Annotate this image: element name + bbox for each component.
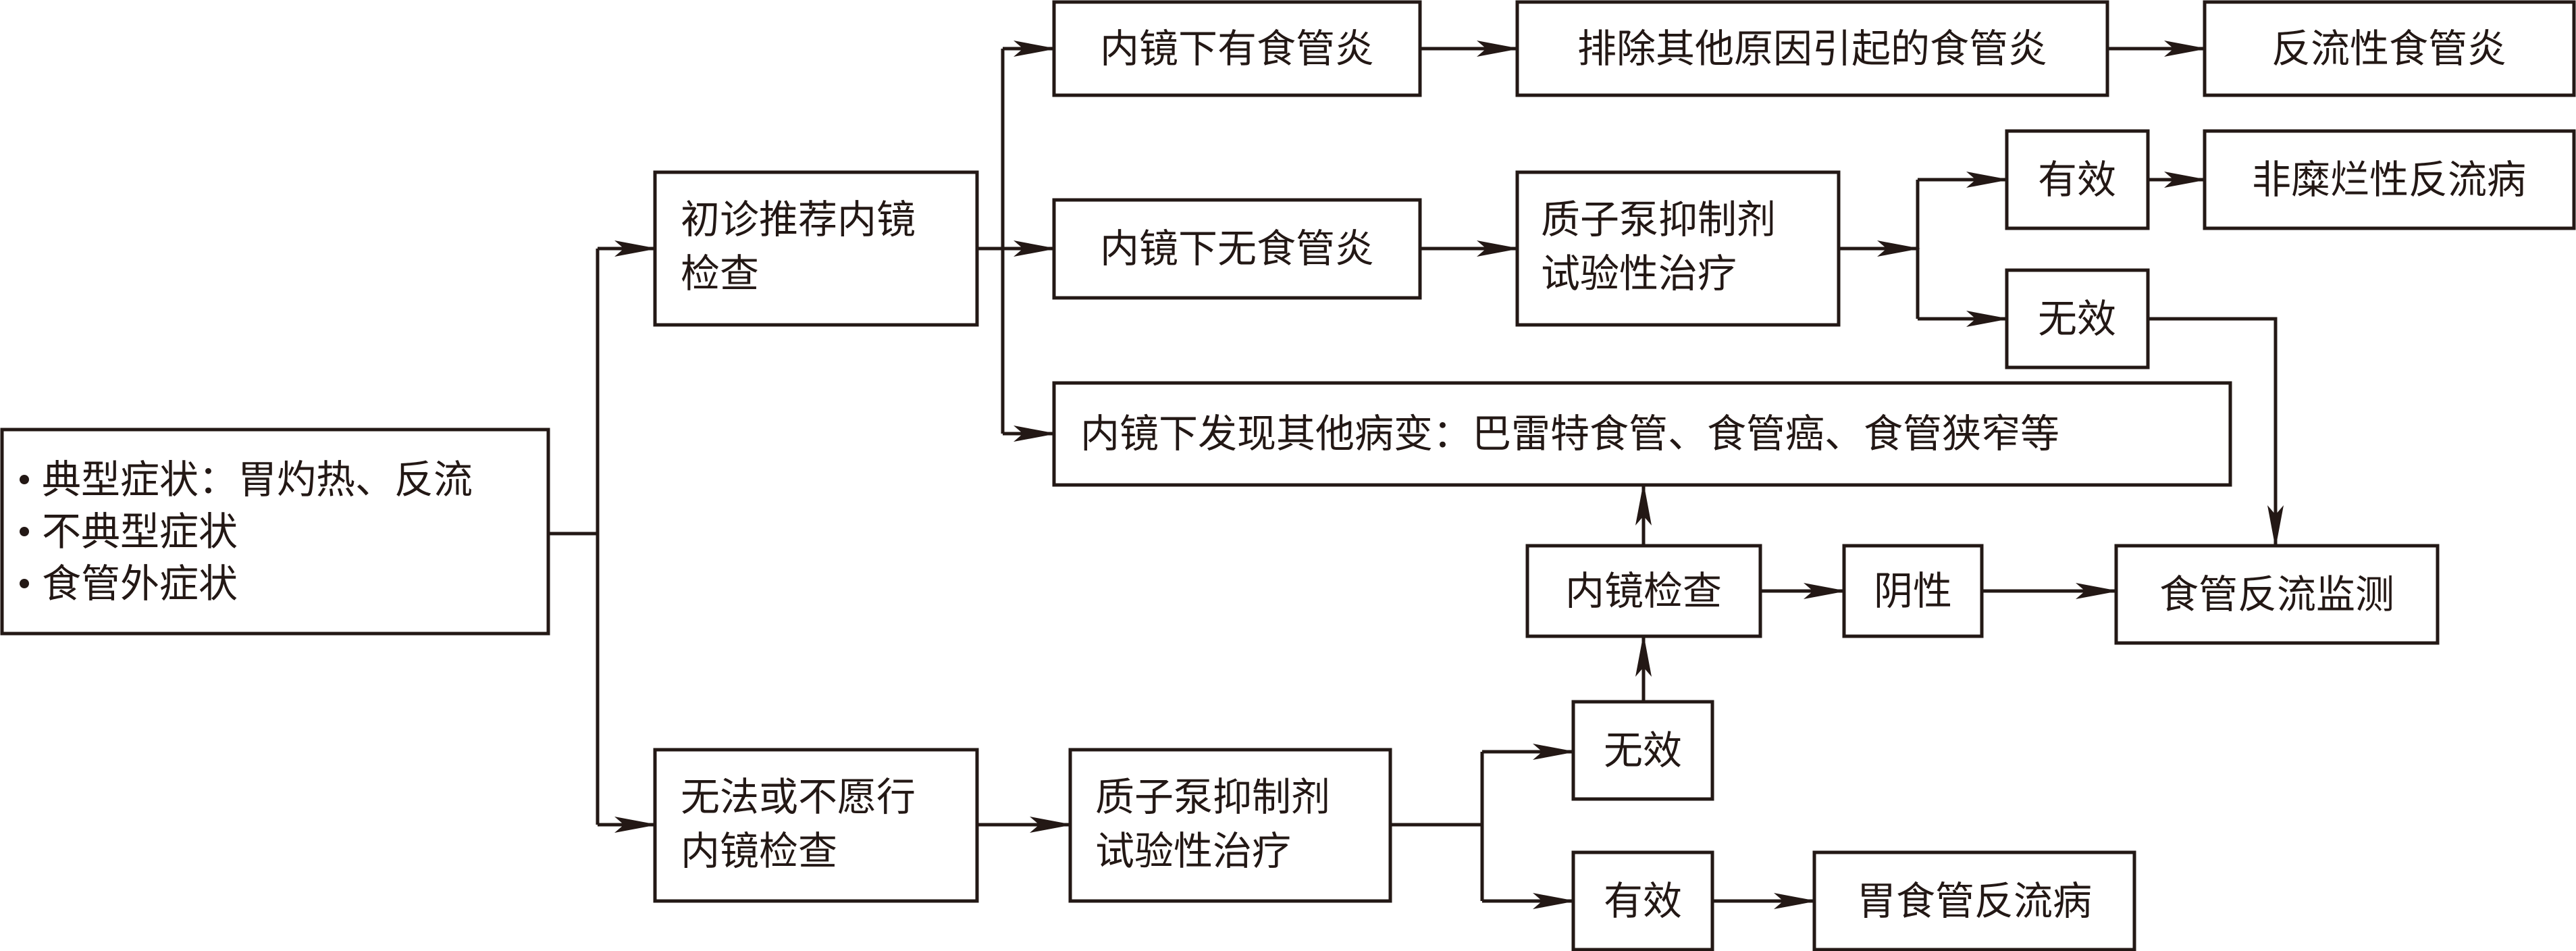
node-ineffective-upper: 无效 bbox=[2005, 268, 2150, 369]
node-label: 内镜下发现其他病变：巴雷特食管、食管癌、食管狭窄等 bbox=[1080, 411, 2059, 457]
node-initial-endoscopy: 初诊推荐内镜 检查 bbox=[653, 170, 979, 327]
node-reflux-esophagitis: 反流性食管炎 bbox=[2203, 0, 2576, 97]
node-effective-upper: 有效 bbox=[2005, 129, 2150, 230]
node-ineffective-lower: 无效 bbox=[1571, 700, 1714, 801]
node-reflux-monitoring: 食管反流监测 bbox=[2114, 544, 2440, 645]
node-other-lesions: 内镜下发现其他病变：巴雷特食管、食管癌、食管狭窄等 bbox=[1052, 381, 2232, 487]
node-negative: 阴性 bbox=[1842, 544, 1984, 638]
node-label: 内镜下有食管炎 bbox=[1100, 26, 1374, 72]
bullet-icon bbox=[20, 475, 29, 484]
node-exclude-other-causes: 排除其他原因引起的食管炎 bbox=[1515, 0, 2109, 97]
node-endoscopy-check: 内镜检查 bbox=[1525, 544, 1762, 638]
bullet-icon bbox=[20, 527, 29, 536]
node-label: 质子泵抑制剂 bbox=[1541, 197, 1776, 242]
node-no-endoscopy: 无法或不愿行 内镜检查 bbox=[653, 748, 979, 903]
symptom-typical: 典型症状：胃灼热、反流 bbox=[42, 457, 473, 503]
node-label: 食管反流监测 bbox=[2159, 571, 2394, 617]
node-no-esophagitis: 内镜下无食管炎 bbox=[1052, 198, 1422, 300]
node-label: 无效 bbox=[1604, 727, 1682, 773]
node-label: 内镜检查 bbox=[1565, 568, 1722, 614]
node-label: 初诊推荐内镜 bbox=[681, 197, 916, 242]
node-label: 非糜烂性反流病 bbox=[2252, 157, 2526, 203]
node-ppi-trial-lower: 质子泵抑制剂 试验性治疗 bbox=[1068, 748, 1392, 903]
node-label: 反流性食管炎 bbox=[2271, 26, 2506, 72]
node-label: 内镜检查 bbox=[681, 828, 837, 874]
node-esophagitis-found: 内镜下有食管炎 bbox=[1052, 0, 1422, 97]
node-label: 无法或不愿行 bbox=[681, 774, 916, 820]
node-symptoms: 典型症状：胃灼热、反流 不典型症状 食管外症状 bbox=[0, 428, 550, 636]
node-label: 排除其他原因引起的食管炎 bbox=[1577, 26, 2047, 72]
node-label: 有效 bbox=[2038, 157, 2116, 203]
symptom-atypical: 不典型症状 bbox=[42, 509, 238, 555]
node-label: 质子泵抑制剂 bbox=[1095, 774, 1330, 820]
connectors bbox=[548, 41, 2284, 909]
node-ppi-trial-upper: 质子泵抑制剂 试验性治疗 bbox=[1515, 170, 1841, 327]
node-label: 无效 bbox=[2038, 296, 2116, 342]
node-label: 内镜下无食管炎 bbox=[1100, 226, 1374, 272]
node-label: 有效 bbox=[1604, 878, 1682, 924]
node-label: 试验性治疗 bbox=[1541, 251, 1737, 297]
node-label: 阴性 bbox=[1874, 568, 1952, 614]
node-gerd: 胃食管反流病 bbox=[1812, 850, 2136, 951]
symptom-extraesophageal: 食管外症状 bbox=[42, 561, 238, 607]
node-nerd: 非糜烂性反流病 bbox=[2203, 129, 2576, 230]
node-label: 检查 bbox=[681, 251, 759, 297]
node-label: 试验性治疗 bbox=[1095, 828, 1291, 874]
node-effective-lower: 有效 bbox=[1571, 850, 1714, 951]
node-label: 胃食管反流病 bbox=[1857, 878, 2092, 924]
edge-ineffective-to-monitoring bbox=[2148, 317, 2284, 548]
bullet-icon bbox=[20, 579, 29, 588]
